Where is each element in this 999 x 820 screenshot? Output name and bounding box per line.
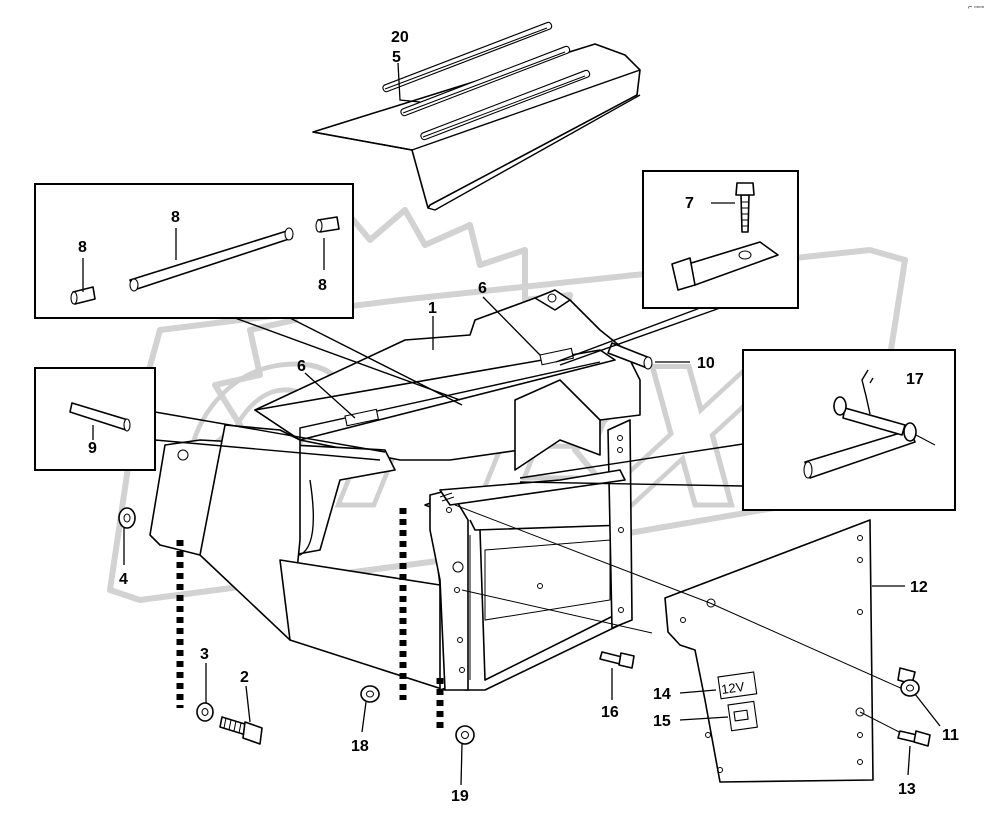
inset-leader-9b [154,439,381,461]
inset-latch-rod [742,349,956,511]
corner-mark: ⌐ ▫▫▫▫ [968,4,984,11]
inset-leader-17b [519,481,744,487]
alignment-line-top [454,504,711,604]
top-cover-part [312,21,641,211]
washer-small-part [196,702,214,722]
inset-leader-8a [234,317,461,401]
battery-box-part [149,289,641,691]
front-cover-part: 12V [664,519,874,783]
battery-icon [733,709,749,722]
inset-leader-7a [555,307,701,363]
alignment-line-mid [461,589,653,634]
voltage-decal [717,671,758,700]
callout-18: 18 [351,738,369,755]
bolt-16-part [599,651,635,669]
callout-1: 1 [428,300,437,317]
latch-part [897,667,920,697]
alignment-line-latch [709,602,906,691]
seal-strip-part [607,342,653,370]
inset-rubber-strips [34,183,354,319]
washer-part [118,507,136,529]
callout-16: 16 [601,704,619,721]
washer-large-part [455,725,475,745]
callout-13: 13 [898,781,916,798]
callout-10: 10 [697,355,715,372]
callout-20: 20 [391,29,409,46]
inset-leader-8b [289,317,463,406]
voltage-decal-text: 12V [720,679,745,697]
callout-17: 17 [906,371,924,388]
callout-5: 5 [392,49,401,66]
inset-seal-strip [34,367,156,471]
alignment-line-bolt [859,711,906,736]
callout-3: 3 [200,646,209,663]
callout-14: 14 [653,686,671,703]
inset-leader-17a [519,443,744,479]
callout-8-center: 8 [171,209,180,226]
callout-2: 2 [240,669,249,686]
callout-7: 7 [685,195,694,212]
inset-hinge [642,170,799,309]
callout-6-left: 6 [297,358,306,375]
clip-nut-part [360,685,380,703]
bolt-13-part [897,730,931,747]
callout-12: 12 [910,579,928,596]
callout-15: 15 [653,713,671,730]
inset-leader-7b [559,307,721,366]
callout-9: 9 [88,440,97,457]
inset-leader-9a [154,411,386,453]
callout-4: 4 [119,571,128,588]
callout-6-right: 6 [478,280,487,297]
callout-8-left: 8 [78,239,87,256]
callout-8-right: 8 [318,277,327,294]
callout-11: 11 [942,727,959,744]
bolt-part [219,716,263,745]
callout-19: 19 [451,788,469,805]
